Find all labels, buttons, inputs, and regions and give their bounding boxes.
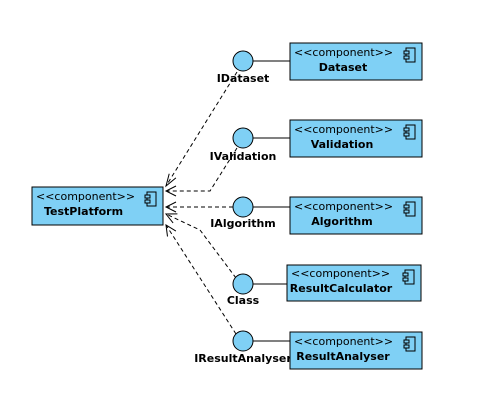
component-name: TestPlatform xyxy=(44,205,123,218)
component-icon xyxy=(402,269,415,285)
component-testplatform[interactable]: <<component>> TestPlatform xyxy=(31,186,164,226)
component-algorithm[interactable]: <<component>> Algorithm xyxy=(289,196,423,235)
component-stereotype: <<component>> xyxy=(294,123,393,136)
component-stereotype: <<component>> xyxy=(291,267,390,280)
provider-validation: IValidation <<component>> Validation xyxy=(164,119,423,197)
component-dataset[interactable]: <<component>> Dataset xyxy=(289,42,423,81)
component-resultanalyser[interactable]: <<component>> ResultAnalyser xyxy=(289,331,423,370)
interface-lollipop-icon[interactable] xyxy=(232,196,254,218)
dependency-arrow xyxy=(165,71,238,187)
arrow-head xyxy=(164,185,177,197)
component-stereotype: <<component>> xyxy=(294,46,393,59)
interface-lollipop-icon[interactable] xyxy=(232,330,254,352)
component-resultcalculator[interactable]: <<component>> ResultCalculator xyxy=(286,264,422,302)
component-icon xyxy=(144,191,157,207)
component-name: Dataset xyxy=(319,61,368,74)
dependency-arrow xyxy=(166,147,238,192)
component-name: Validation xyxy=(311,138,374,151)
provider-resultanalyser: IResultAnalyser <<component>> ResultAnal… xyxy=(165,224,423,370)
provider-dataset: IDataset <<component>> Dataset xyxy=(165,42,423,188)
interface-lollipop-icon[interactable] xyxy=(232,273,254,295)
arrow-head xyxy=(164,201,177,213)
interface-lollipop-icon[interactable] xyxy=(232,127,254,149)
interface-label: IAlgorithm xyxy=(210,217,276,230)
component-name: Algorithm xyxy=(311,215,372,228)
component-icon xyxy=(403,336,416,352)
component-stereotype: <<component>> xyxy=(294,200,393,213)
component-name: ResultAnalyser xyxy=(296,350,390,363)
component-validation[interactable]: <<component>> Validation xyxy=(289,119,423,158)
interface-label: IDataset xyxy=(217,72,270,85)
component-stereotype: <<component>> xyxy=(36,190,135,203)
component-box[interactable] xyxy=(31,186,164,226)
component-name: ResultCalculator xyxy=(290,282,393,295)
component-box[interactable] xyxy=(289,42,423,81)
dependency-arrow xyxy=(165,213,237,279)
component-box[interactable] xyxy=(289,196,423,235)
arrow-head xyxy=(164,213,178,224)
component-icon xyxy=(403,201,416,217)
component-icon xyxy=(403,47,416,63)
component-box[interactable] xyxy=(289,331,423,370)
dependency-arrow xyxy=(165,224,237,335)
component-box[interactable] xyxy=(289,119,423,158)
provider-resultcalculator: Class <<component>> ResultCalculator xyxy=(164,213,422,307)
interface-label: IResultAnalyser xyxy=(194,352,292,365)
component-stereotype: <<component>> xyxy=(294,335,393,348)
interface-label: IValidation xyxy=(210,150,277,163)
interface-label: Class xyxy=(227,294,260,307)
component-icon xyxy=(403,124,416,140)
arrow-head xyxy=(165,173,177,188)
provider-algorithm: IAlgorithm <<component>> Algorithm xyxy=(164,196,423,235)
interface-lollipop-icon[interactable] xyxy=(232,50,254,72)
component-box[interactable] xyxy=(286,264,422,302)
arrow-head xyxy=(165,224,177,237)
